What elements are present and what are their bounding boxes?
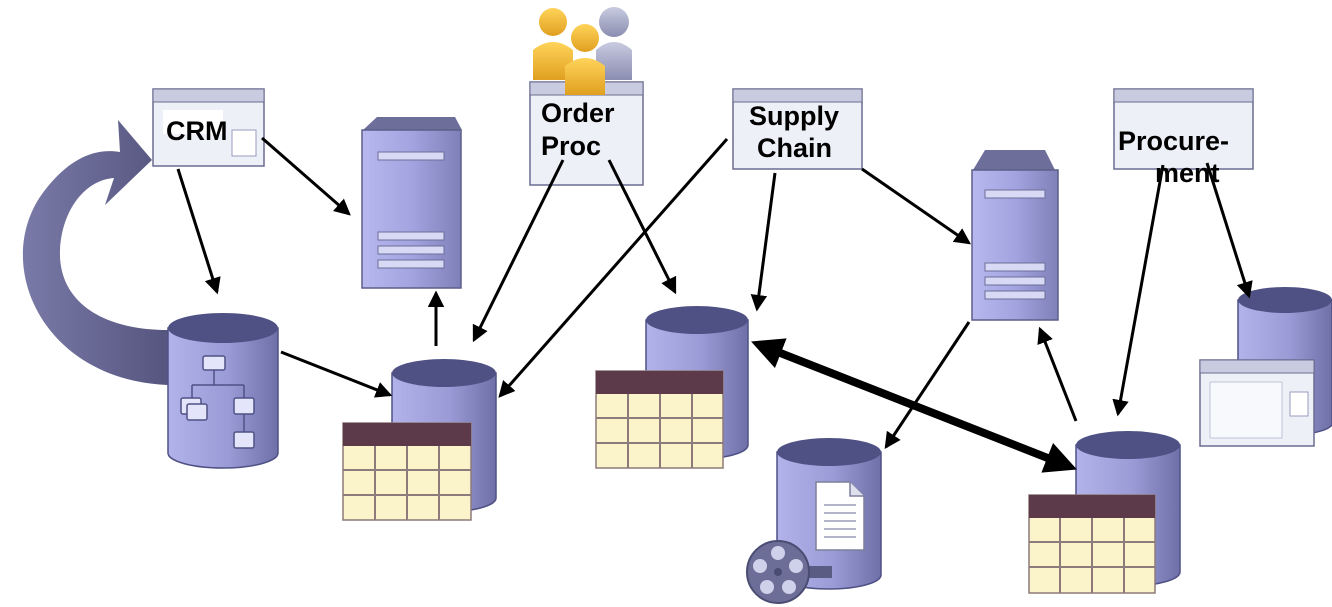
- data-table-icon: [595, 370, 724, 469]
- order-label-line1: Order: [541, 98, 615, 128]
- org-chart-icon: [180, 355, 255, 449]
- connector-arrow: [1205, 162, 1253, 299]
- window-icon: [1199, 359, 1315, 447]
- data-table-icon: [342, 422, 472, 521]
- cycle-arrow-icon: [22, 120, 168, 385]
- connector-arrow: [861, 167, 972, 245]
- crm-window-icon: CRM: [152, 88, 265, 167]
- data-table-icon: [1028, 494, 1156, 594]
- users-icon: [533, 7, 632, 95]
- supply-label-line1: Supply: [749, 101, 839, 131]
- connector-arrows: [176, 136, 1253, 473]
- connector-arrow: [1037, 326, 1078, 422]
- supply-label-line2: Chain: [757, 133, 832, 163]
- connector-arrow: [884, 321, 971, 450]
- procurement-label-line1: Procure-: [1118, 126, 1229, 156]
- connector-arrow: [472, 159, 565, 343]
- connector-arrow-bidirectional: [751, 338, 1077, 473]
- order-label-line2: Proc: [541, 131, 601, 161]
- connector-arrow: [176, 168, 221, 295]
- film-reel-icon: [746, 540, 832, 604]
- server-icon: [361, 117, 462, 289]
- supply-chain-window-icon: Supply Chain: [732, 88, 863, 170]
- connector-arrow: [261, 136, 351, 216]
- procurement-window-icon: Procure- ment: [1113, 88, 1254, 188]
- order-proc-window-icon: Order Proc: [529, 7, 644, 186]
- document-icon: [815, 481, 865, 551]
- crm-label: CRM: [166, 116, 228, 146]
- database-icon: [167, 313, 279, 469]
- connector-arrow: [750, 172, 777, 312]
- connector-arrow: [280, 350, 393, 398]
- connector-arrow: [498, 138, 729, 398]
- server-icon: [971, 150, 1059, 321]
- connector-arrow: [1112, 164, 1165, 417]
- connector-arrow: [607, 159, 677, 295]
